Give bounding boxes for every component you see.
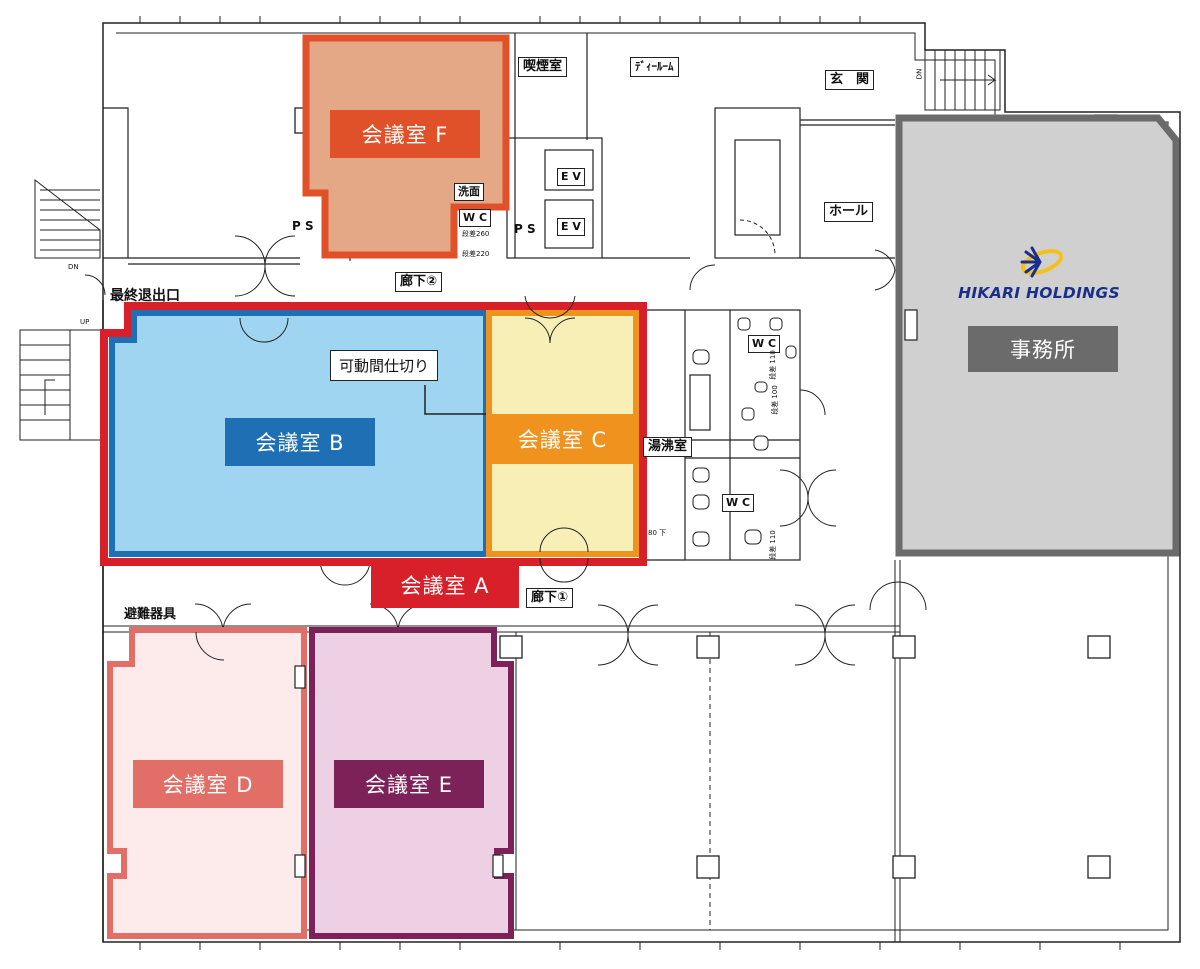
corridor-1-label: 廊下① [526,588,574,608]
office-label-bg [968,326,1118,372]
corridor-2-label: 廊下② [395,272,443,292]
partition-leader [424,385,486,415]
room-b-label[interactable]: 会議室 B [255,431,345,455]
step-100-label: 段差 100 [770,385,779,415]
wall-ticks [139,16,1121,950]
office-label[interactable]: 事務所 [1010,338,1076,362]
room-a-label[interactable]: 会議室 A [400,574,490,598]
stairs-down-label-right: DN [915,68,924,80]
logo-mark [1020,246,1064,278]
step-220-label: 段差220 [462,250,490,258]
room-e-label[interactable]: 会議室 E [365,773,453,797]
washroom-label: 洗面 [454,183,484,201]
step-110-label-a: 段差 110 [768,350,777,380]
movable-partition-label: 可動間仕切り [330,350,439,381]
hall-label: ホール [824,202,874,222]
elevator-1-label: E V [557,168,585,186]
wc-label-2: W C [748,335,781,353]
room-columns [294,309,918,878]
room-f-label-bg [330,110,480,158]
stairs-left [19,178,103,441]
room-a-label-bg [371,562,519,608]
kettle-room-label: 湯沸室 [643,437,693,457]
step-80-label: 80 下 [648,529,667,537]
tearoom-label: ﾃﾞｨｰﾙｰﾑ [630,57,679,77]
step-110-label-b: 段差 110 [768,530,777,560]
entrance-label: 玄 関 [825,70,875,90]
room-f-label[interactable]: 会議室 F [361,123,449,147]
room-doors [195,295,589,661]
room-a-area[interactable] [100,302,647,566]
final-exit-label: 最終退出口 [110,288,180,304]
company-logo: HIKARI HOLDINGS [924,248,1154,304]
stairs-up-label: UP [80,318,90,326]
step-260-label: 段差260 [462,230,490,238]
room-d-label-bg [133,760,283,808]
fixtures [692,317,797,547]
ps-label-2: P S [514,222,536,236]
stairs-right [924,49,1001,111]
room-e-label-bg [334,760,484,808]
ps-label-1: P S [292,219,314,233]
logo-text: HIKARI HOLDINGS [958,284,1120,302]
evacuation-equipment-label: 避難器具 [124,607,177,622]
room-b-label-bg [225,418,375,466]
smoking-room-label: 喫煙室 [518,57,568,77]
room-c-band [489,414,636,464]
room-c-label[interactable]: 会議室 C [517,428,608,452]
wc-label-3: W C [722,494,755,512]
stairs-down-label-left: DN [68,263,79,271]
elevator-2-label: E V [557,218,585,236]
room-d-label[interactable]: 会議室 D [162,773,254,797]
wc-label-f: W C [459,209,492,227]
